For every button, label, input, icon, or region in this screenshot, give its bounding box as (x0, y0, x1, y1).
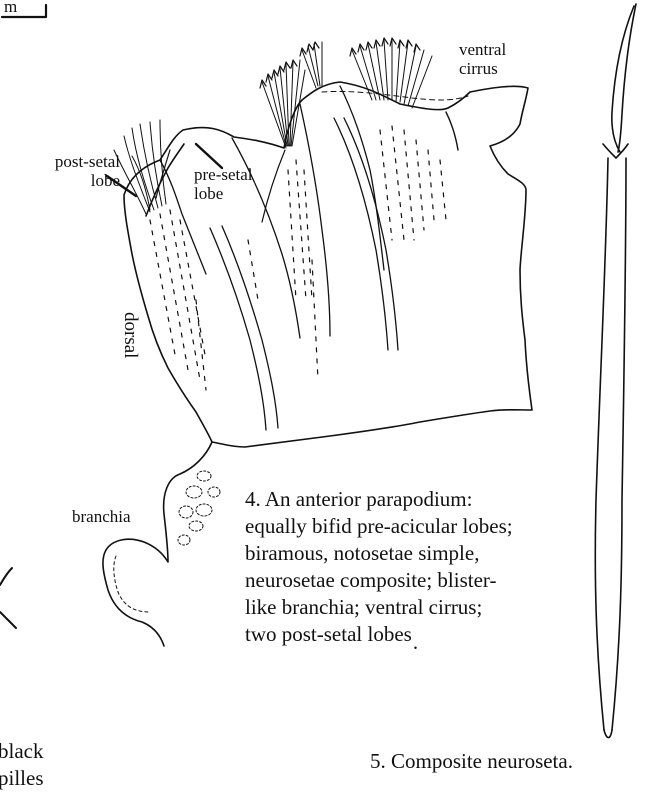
caption4-line3: biramous, notosetae simple, (245, 540, 625, 567)
left-fragment-line1: black (0, 738, 44, 765)
label-branchia: branchia (72, 507, 131, 526)
aciculum (222, 226, 278, 428)
label-post-setal-lobe: post-setal lobe (7, 152, 120, 190)
caption4-line6-wrap: two post-setal lobes. (245, 621, 625, 648)
branchia-outline (103, 442, 212, 646)
label-post-setal-line1: post-setal (7, 152, 120, 171)
branchia-blisters (178, 471, 220, 545)
label-dorsal: dorsal (121, 312, 140, 358)
figure-4-caption: 4. An anterior parapodium: equally bifid… (245, 486, 625, 648)
lobe-inner-edge (156, 150, 170, 198)
label-pre-setal-line1: pre-setal (194, 165, 264, 184)
adjacent-figure-fragment (0, 568, 16, 628)
notosetae (114, 120, 166, 214)
caption4-line5: like branchia; ventral cirrus; (245, 594, 625, 621)
left-fragment-line2: pilles (0, 765, 44, 792)
left-fragment-text: black pilles (0, 738, 44, 792)
label-pre-setal-line2: lobe (194, 184, 264, 203)
caption4-line6: two post-setal lobes (245, 622, 412, 646)
lobe-ridge (340, 86, 384, 270)
lobe-inner-edge (262, 150, 285, 222)
scale-bar: m (2, 0, 46, 17)
post-setal-lobe-shape (146, 144, 184, 216)
figure-5-caption: 5. Composite neuroseta. (370, 748, 573, 775)
caption4-line2: equally bifid pre-acicular lobes; (245, 513, 625, 540)
scale-bar-unit: m (4, 0, 17, 16)
label-ventral-cirrus: ventral cirrus (459, 40, 506, 78)
aciculum (210, 228, 266, 430)
caption4-end-mark: . (413, 630, 418, 654)
branchia-inner-line (114, 556, 150, 612)
label-ventral-line1: ventral (459, 40, 506, 59)
ventral-cirrus (446, 112, 458, 150)
label-ventral-line2: cirrus (459, 59, 506, 78)
label-pre-setal-lobe: pre-setal lobe (194, 165, 264, 203)
caption4-line1: 4. An anterior parapodium: (245, 486, 625, 513)
lobe-ridge (300, 104, 330, 336)
parapodium-outline (124, 82, 532, 447)
aciculum (344, 118, 398, 350)
neuroseta-blade-tips (260, 38, 420, 88)
label-post-setal-line2: lobe (7, 171, 120, 190)
caption4-line4: neurosetae composite; blister- (245, 567, 625, 594)
